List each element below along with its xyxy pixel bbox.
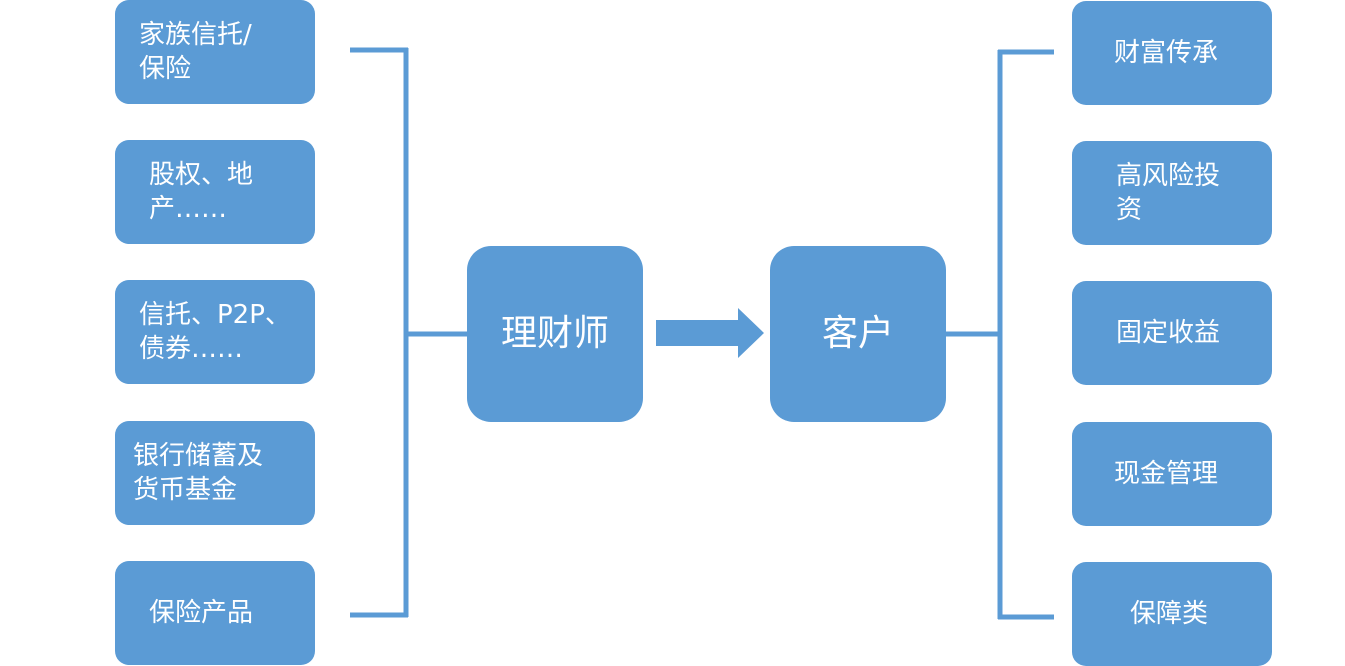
client-label: 客户 [821,313,894,354]
right-bracket [945,49,1054,620]
client-box: 客户 [770,246,946,422]
advisor-label: 理财师 [500,313,609,354]
right-item-high-risk-investment: 高风险投 资 [1072,141,1272,245]
right-item-wealth-inheritance: 财富传承 [1072,1,1272,105]
right-item-label: 固定收益 [1116,318,1221,348]
left-item-label: 股权、地 产…… [149,160,254,224]
left-item-equity-real-estate: 股权、地 产…… [115,140,315,244]
right-item-label: 保障类 [1130,599,1209,629]
left-item-bank-savings: 银行储蓄及 货币基金 [115,421,315,525]
right-item-fixed-income: 固定收益 [1072,281,1272,385]
left-item-family-trust: 家族信托/ 保险 [115,0,315,104]
right-item-label: 财富传承 [1114,38,1219,68]
left-item-label: 银行储蓄及 货币基金 [133,441,264,505]
left-bracket [350,47,468,618]
left-item-label: 信托、P2P、 债券…… [139,300,291,364]
right-item-protection: 保障类 [1072,562,1272,666]
right-arrow-icon [656,308,764,358]
left-item-trust-p2p-bonds: 信托、P2P、 债券…… [115,280,315,384]
right-item-label: 现金管理 [1114,459,1219,489]
right-item-cash-management: 现金管理 [1072,422,1272,526]
left-item-insurance-products: 保险产品 [115,561,315,665]
left-item-label: 保险产品 [149,598,254,628]
right-item-label: 高风险投 资 [1116,161,1221,225]
advisor-box: 理财师 [467,246,643,422]
left-item-label: 家族信托/ 保险 [139,20,252,84]
